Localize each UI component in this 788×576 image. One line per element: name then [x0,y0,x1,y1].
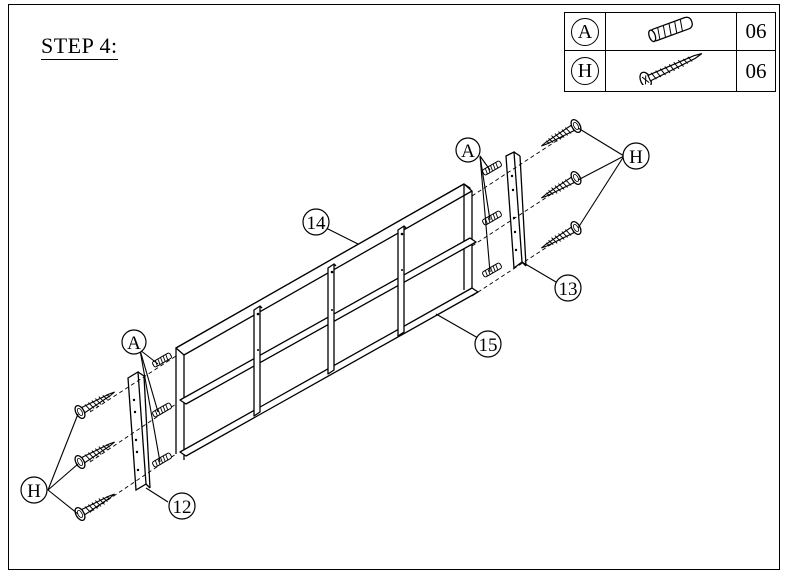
hardware-row-a: A 06 [564,12,776,51]
shelf-unit [175,183,479,460]
screw-icon [639,53,703,89]
hardware-qty-h: 06 [736,50,776,92]
side-panel-left [127,370,151,492]
step-title: STEP 4: [41,33,118,60]
callout-14: 14 [307,213,327,234]
callout-12: 12 [173,497,192,518]
callouts [20,137,650,520]
hardware-letter-h: H [571,57,599,85]
callout-a-right: A [461,141,475,162]
screws-left [72,385,119,523]
callout-h-right: H [629,147,643,168]
side-panel-right [505,150,527,270]
callout-h-left-circle [20,476,48,504]
callout-a-left: A [127,333,141,354]
callout-13: 13 [559,279,578,300]
callout-15-circle [474,330,502,358]
callout-13-circle [554,274,582,302]
callout-14-circle [302,208,330,236]
callout-h-left: H [27,481,41,502]
callout-15: 15 [479,335,498,356]
callout-12-circle [168,492,196,520]
cam-holes [256,232,404,351]
callout-h-right-circle [622,142,650,170]
leader-lines [47,127,625,515]
callout-a-right-circle [455,137,481,163]
callout-a-left-circle [121,329,147,355]
hardware-row-h: H 06 [564,50,776,92]
diagram-frame [8,4,780,570]
hardware-letter-a: A [571,17,599,46]
dowel-icon [648,16,693,42]
hardware-table: A 06 H [564,12,776,92]
